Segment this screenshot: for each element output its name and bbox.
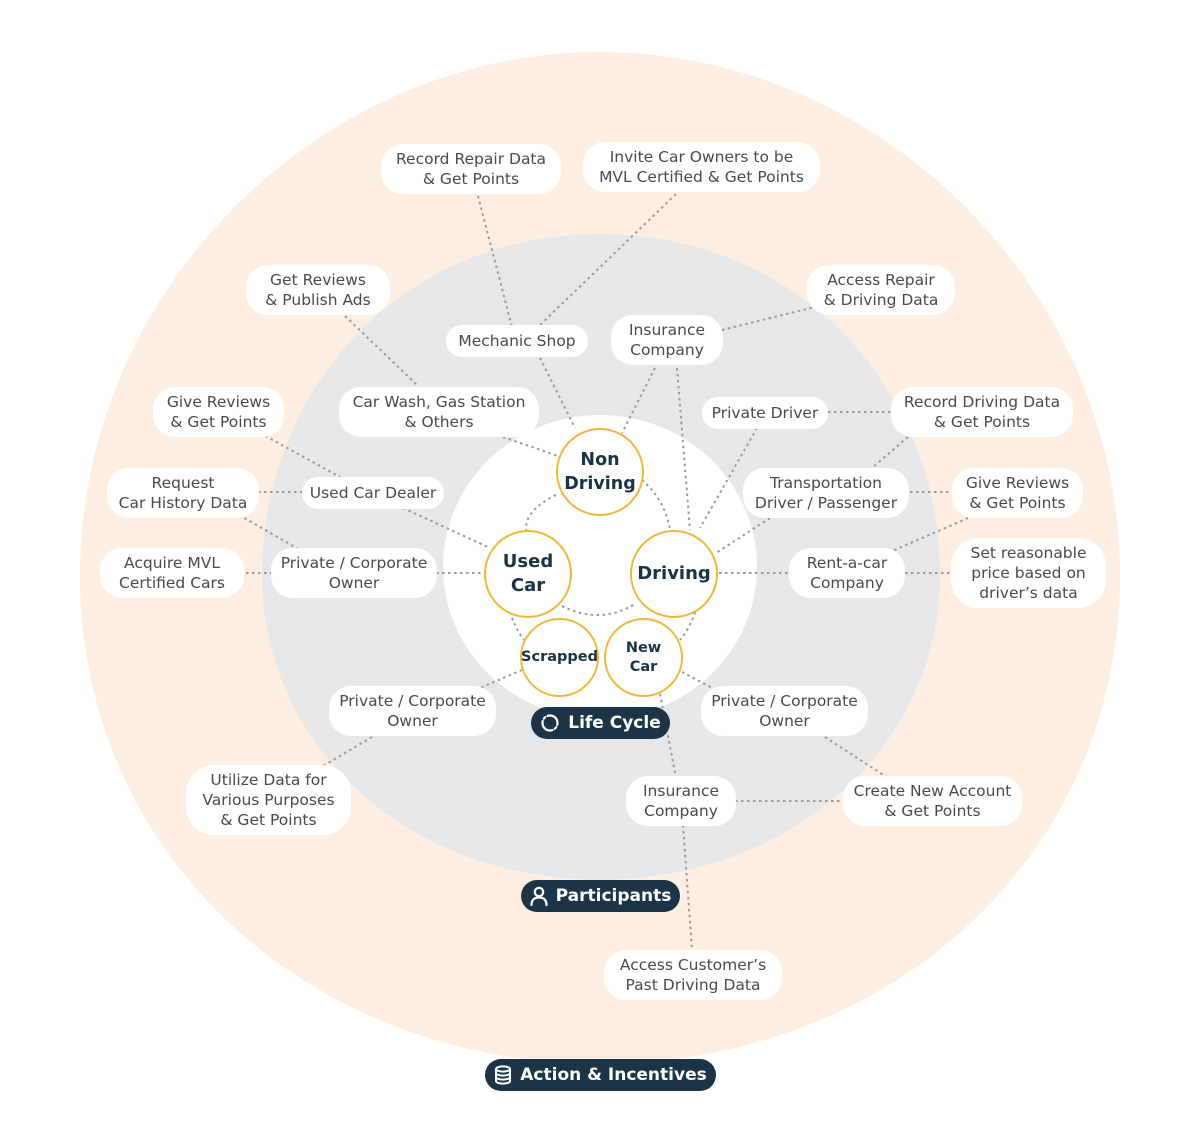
pill-text-line: Access Customer’s: [619, 956, 767, 974]
pill-text-line: Utilize Data for: [210, 771, 327, 789]
pill-text-line: Owner: [759, 712, 810, 730]
pill-text-line: Record Repair Data: [395, 150, 547, 168]
pill-text-line: Private / Corporate: [711, 692, 858, 710]
action-record-driving-data: Record Driving Data & Get Points: [891, 387, 1073, 437]
pill-text-line: Company: [810, 574, 884, 592]
pill-text-line: Invite Car Owners to be: [609, 148, 794, 166]
pill-text-line: Private Driver: [711, 404, 819, 422]
pill-text-line: & Get Points: [969, 494, 1066, 512]
pill-text-line: Give Reviews: [965, 474, 1070, 492]
participant-transportation-driver: Transportation Driver / Passenger: [743, 468, 909, 518]
pill-text-line: Insurance: [628, 321, 706, 339]
pill-text-line: Mechanic Shop: [458, 332, 576, 350]
lifecycle-label-line: Driving: [637, 563, 711, 584]
pill-text-line: Private / Corporate: [339, 692, 486, 710]
person-icon: [530, 886, 548, 906]
participant-owner-used-car: Private / Corporate Owner: [271, 548, 437, 598]
pill-text-line: Past Driving Data: [625, 976, 761, 994]
pill-text-line: MVL Certified & Get Points: [599, 168, 804, 186]
pill-text-line: Transportation: [770, 474, 882, 492]
participant-owner-scrapped: Private / Corporate Owner: [329, 686, 496, 736]
action-access-repair-driving-data: Access Repair & Driving Data: [807, 265, 955, 315]
pill-text-line: Acquire MVL: [124, 554, 220, 572]
lifecycle-label-line: Driving: [564, 474, 636, 494]
pill-text-line: Owner: [387, 712, 438, 730]
pill-text-line: Set reasonable: [970, 544, 1087, 562]
participant-owner-new-car: Private / Corporate Owner: [701, 686, 868, 736]
action-get-reviews-publish-ads: Get Reviews & Publish Ads: [246, 265, 390, 315]
action-set-reasonable-price: Set reasonable price based on driver’s d…: [951, 538, 1106, 608]
life-cycle-tag: Life Cycle: [531, 707, 670, 739]
pill-text-line: Driver / Passenger: [754, 494, 898, 512]
action-access-past-driving-data: Access Customer’s Past Driving Data: [604, 950, 782, 1000]
lifecycle-label-line: New: [625, 639, 662, 656]
pill-text-line: Insurance: [642, 782, 720, 800]
pill-text-line: Access Repair: [827, 271, 935, 289]
action-incentives-tag-label: Action & Incentives: [520, 1065, 707, 1085]
lifecycle-driving: Driving: [630, 530, 718, 618]
lifecycle-label-line: Used: [502, 551, 554, 572]
cycle-icon: [541, 714, 559, 732]
action-give-reviews-right: Give Reviews & Get Points: [952, 468, 1083, 518]
pill-text-line: Private / Corporate: [280, 554, 428, 572]
pill-text-line: driver’s data: [979, 584, 1078, 602]
action-utilize-data: Utilize Data for Various Purposes & Get …: [186, 765, 351, 835]
action-give-reviews-left: Give Reviews & Get Points: [153, 387, 284, 437]
participant-private-driver: Private Driver: [702, 397, 828, 429]
participant-car-wash-gas-station: Car Wash, Gas Station & Others: [339, 387, 539, 437]
pill-text-line: Car History Data: [118, 494, 248, 512]
lifecycle-label-line: Non: [580, 450, 620, 470]
action-create-new-account: Create New Account & Get Points: [843, 776, 1022, 826]
pill-text-line: Owner: [328, 574, 380, 592]
lifecycle-scrapped: Scrapped: [520, 618, 599, 697]
action-acquire-certified-cars: Acquire MVL Certified Cars: [100, 548, 244, 598]
lifecycle-label-line: Car: [629, 658, 658, 675]
pill-text-line: & Driving Data: [823, 291, 939, 309]
participant-used-car-dealer: Used Car Dealer: [302, 477, 444, 509]
database-icon: [495, 1065, 512, 1085]
pill-text-line: & Get Points: [170, 413, 267, 431]
participant-rent-a-car-company: Rent-a-car Company: [789, 548, 905, 598]
pill-text-line: Various Purposes: [202, 791, 335, 809]
action-request-car-history: Request Car History Data: [107, 468, 259, 518]
pill-text-line: Company: [630, 341, 704, 359]
pill-text-line: Rent-a-car: [806, 554, 888, 572]
pill-text-line: Create New Account: [853, 782, 1012, 800]
life-cycle-tag-label: Life Cycle: [568, 713, 661, 733]
participant-mechanic-shop: Mechanic Shop: [446, 325, 588, 357]
action-invite-car-owners: Invite Car Owners to be MVL Certified & …: [583, 142, 820, 192]
participants-tag-label: Participants: [555, 886, 672, 906]
pill-text-line: & Get Points: [884, 802, 981, 820]
pill-text-line: & Get Points: [220, 811, 317, 829]
lifecycle-used-car: Used Car: [484, 530, 572, 618]
pill-text-line: Car Wash, Gas Station: [352, 393, 526, 411]
pill-text-line: Used Car Dealer: [309, 484, 437, 502]
lifecycle-new-car: New Car: [604, 618, 683, 697]
action-incentives-tag: Action & Incentives: [485, 1059, 716, 1091]
participants-tag: Participants: [521, 880, 680, 912]
pill-text-line: & Get Points: [422, 170, 520, 188]
pill-text-line: Get Reviews: [270, 271, 366, 289]
pill-text-line: Give Reviews: [166, 393, 271, 411]
lifecycle-non-driving: Non Driving: [556, 428, 644, 516]
pill-text-line: Request: [151, 474, 215, 492]
pill-text-line: & Publish Ads: [265, 291, 371, 309]
lifecycle-label-line: Car: [510, 575, 546, 596]
pill-text-line: & Get Points: [933, 413, 1031, 431]
pill-text-line: Company: [644, 802, 718, 820]
action-record-repair-data: Record Repair Data & Get Points: [381, 144, 561, 194]
pill-text-line: & Others: [404, 413, 474, 431]
connector-lines: [233, 193, 969, 951]
pill-text-line: Record Driving Data: [903, 393, 1061, 411]
pill-text-line: price based on: [971, 564, 1086, 582]
pill-text-line: Certified Cars: [119, 574, 225, 592]
lifecycle-label-line: Scrapped: [521, 649, 598, 665]
participant-insurance-company: Insurance Company: [611, 315, 723, 365]
participant-insurance-company-new-car: Insurance Company: [626, 776, 736, 826]
